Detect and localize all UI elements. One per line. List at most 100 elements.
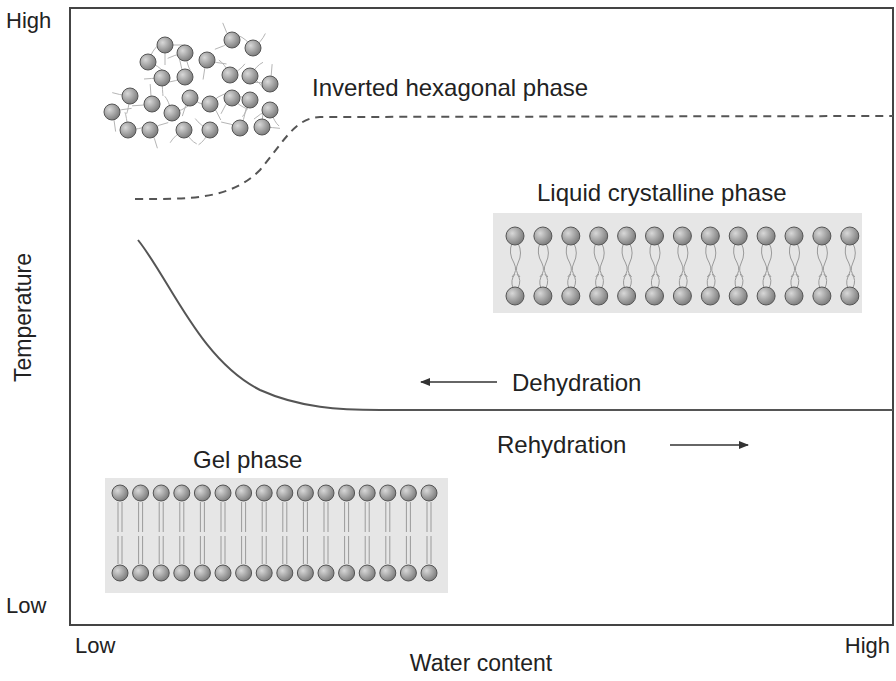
lipid-head — [224, 32, 240, 48]
lipid-head — [590, 227, 608, 245]
lipid-head — [153, 565, 169, 581]
lipid-head — [729, 227, 747, 245]
lipid-tail — [629, 274, 632, 288]
phase-label: Inverted hexagonal phase — [312, 76, 588, 100]
lipid-head — [177, 69, 193, 85]
lipid-head — [421, 565, 437, 581]
lipid-head — [673, 227, 691, 245]
lipid-head — [236, 485, 252, 501]
lipid-heads — [104, 32, 859, 581]
lipid-tail — [572, 243, 576, 277]
gel-bilayer-ground — [105, 478, 448, 593]
axis-tick-label: Low — [6, 595, 46, 617]
lipid-tail — [735, 274, 738, 288]
lipid-tail — [512, 274, 515, 288]
lipid-head — [254, 119, 270, 135]
lipid-tail — [221, 502, 225, 532]
lipid-head — [813, 227, 831, 245]
lipid-head — [182, 90, 198, 106]
dehydration-arrow — [421, 381, 497, 383]
lipid-tail — [852, 274, 855, 288]
lipid-tail — [851, 243, 855, 277]
lipid-tail — [200, 502, 204, 532]
lipid-tail — [824, 274, 827, 288]
plot-frame — [70, 8, 893, 625]
lipid-head — [757, 287, 775, 305]
lipid-head — [277, 485, 293, 501]
lipid-tail — [596, 274, 599, 288]
lipid-tail — [740, 274, 743, 288]
axis-title: Temperature — [13, 253, 36, 382]
lipid-head — [144, 96, 160, 112]
lipid-tail — [600, 243, 604, 277]
lipid-tail — [712, 243, 716, 277]
lipid-head — [164, 105, 180, 121]
lipid-head — [174, 565, 190, 581]
lipid-tail — [795, 243, 799, 277]
lipid-head — [785, 227, 803, 245]
lipid-head — [256, 565, 272, 581]
lipid-tail — [684, 243, 688, 277]
lipid-tail — [180, 536, 184, 564]
lipid-tail — [406, 502, 410, 532]
lipid-head — [194, 565, 210, 581]
lipid-tail — [763, 274, 766, 288]
lipid-head — [562, 287, 580, 305]
lipid-tail — [345, 536, 349, 564]
lipid-head — [245, 40, 261, 56]
lipid-tail — [796, 274, 799, 288]
lipid-head — [202, 122, 218, 138]
lipid-tail — [650, 243, 655, 277]
lipid-head — [618, 227, 636, 245]
lipid-head — [813, 287, 831, 305]
lipid-head — [232, 120, 248, 136]
lipid-tail — [823, 243, 827, 277]
lipid-head — [701, 287, 719, 305]
lipid-tail — [118, 536, 122, 564]
axis-title: Water content — [410, 652, 552, 675]
lipid-tail — [712, 274, 715, 288]
lipid-tail — [740, 243, 744, 277]
lipid-tails — [112, 23, 855, 564]
lipid-tail — [817, 243, 822, 277]
lipid-tail — [768, 274, 771, 288]
lipid-tail — [684, 274, 687, 288]
lipid-head — [785, 287, 803, 305]
lipid-head — [157, 37, 173, 53]
lipid-head — [729, 287, 747, 305]
lipid-head — [646, 287, 664, 305]
lipid-head — [339, 565, 355, 581]
lipid-head — [277, 565, 293, 581]
lipid-tail — [180, 502, 184, 532]
lipid-head — [142, 122, 158, 138]
lipid-head — [673, 287, 691, 305]
lipid-tail — [628, 243, 632, 277]
lipid-tail — [734, 243, 739, 277]
lipid-head — [262, 76, 278, 92]
lipid-tail — [345, 502, 349, 532]
lipid-tail — [283, 502, 287, 532]
lipid-tail — [139, 502, 143, 532]
lipid-head — [215, 565, 231, 581]
lipid-tail — [406, 536, 410, 564]
lipid-tail — [678, 243, 683, 277]
axis-tick-label: High — [6, 10, 51, 32]
lipid-head — [701, 227, 719, 245]
lipid-head — [262, 102, 278, 118]
lipid-tail — [623, 274, 626, 288]
lipid-tail — [262, 502, 266, 532]
lipid-head — [133, 485, 149, 501]
lipid-tail — [242, 502, 246, 532]
lipid-tail — [516, 243, 520, 277]
lipid-head — [534, 227, 552, 245]
lipid-tail — [651, 274, 654, 288]
lipid-head — [506, 287, 524, 305]
lipid-head — [224, 90, 240, 106]
lipid-tail — [540, 274, 543, 288]
lipid-head — [174, 485, 190, 501]
lipid-head — [256, 485, 272, 501]
lipid-head — [202, 96, 218, 112]
lipid-tail — [762, 243, 767, 277]
lipid-tail — [538, 243, 543, 277]
